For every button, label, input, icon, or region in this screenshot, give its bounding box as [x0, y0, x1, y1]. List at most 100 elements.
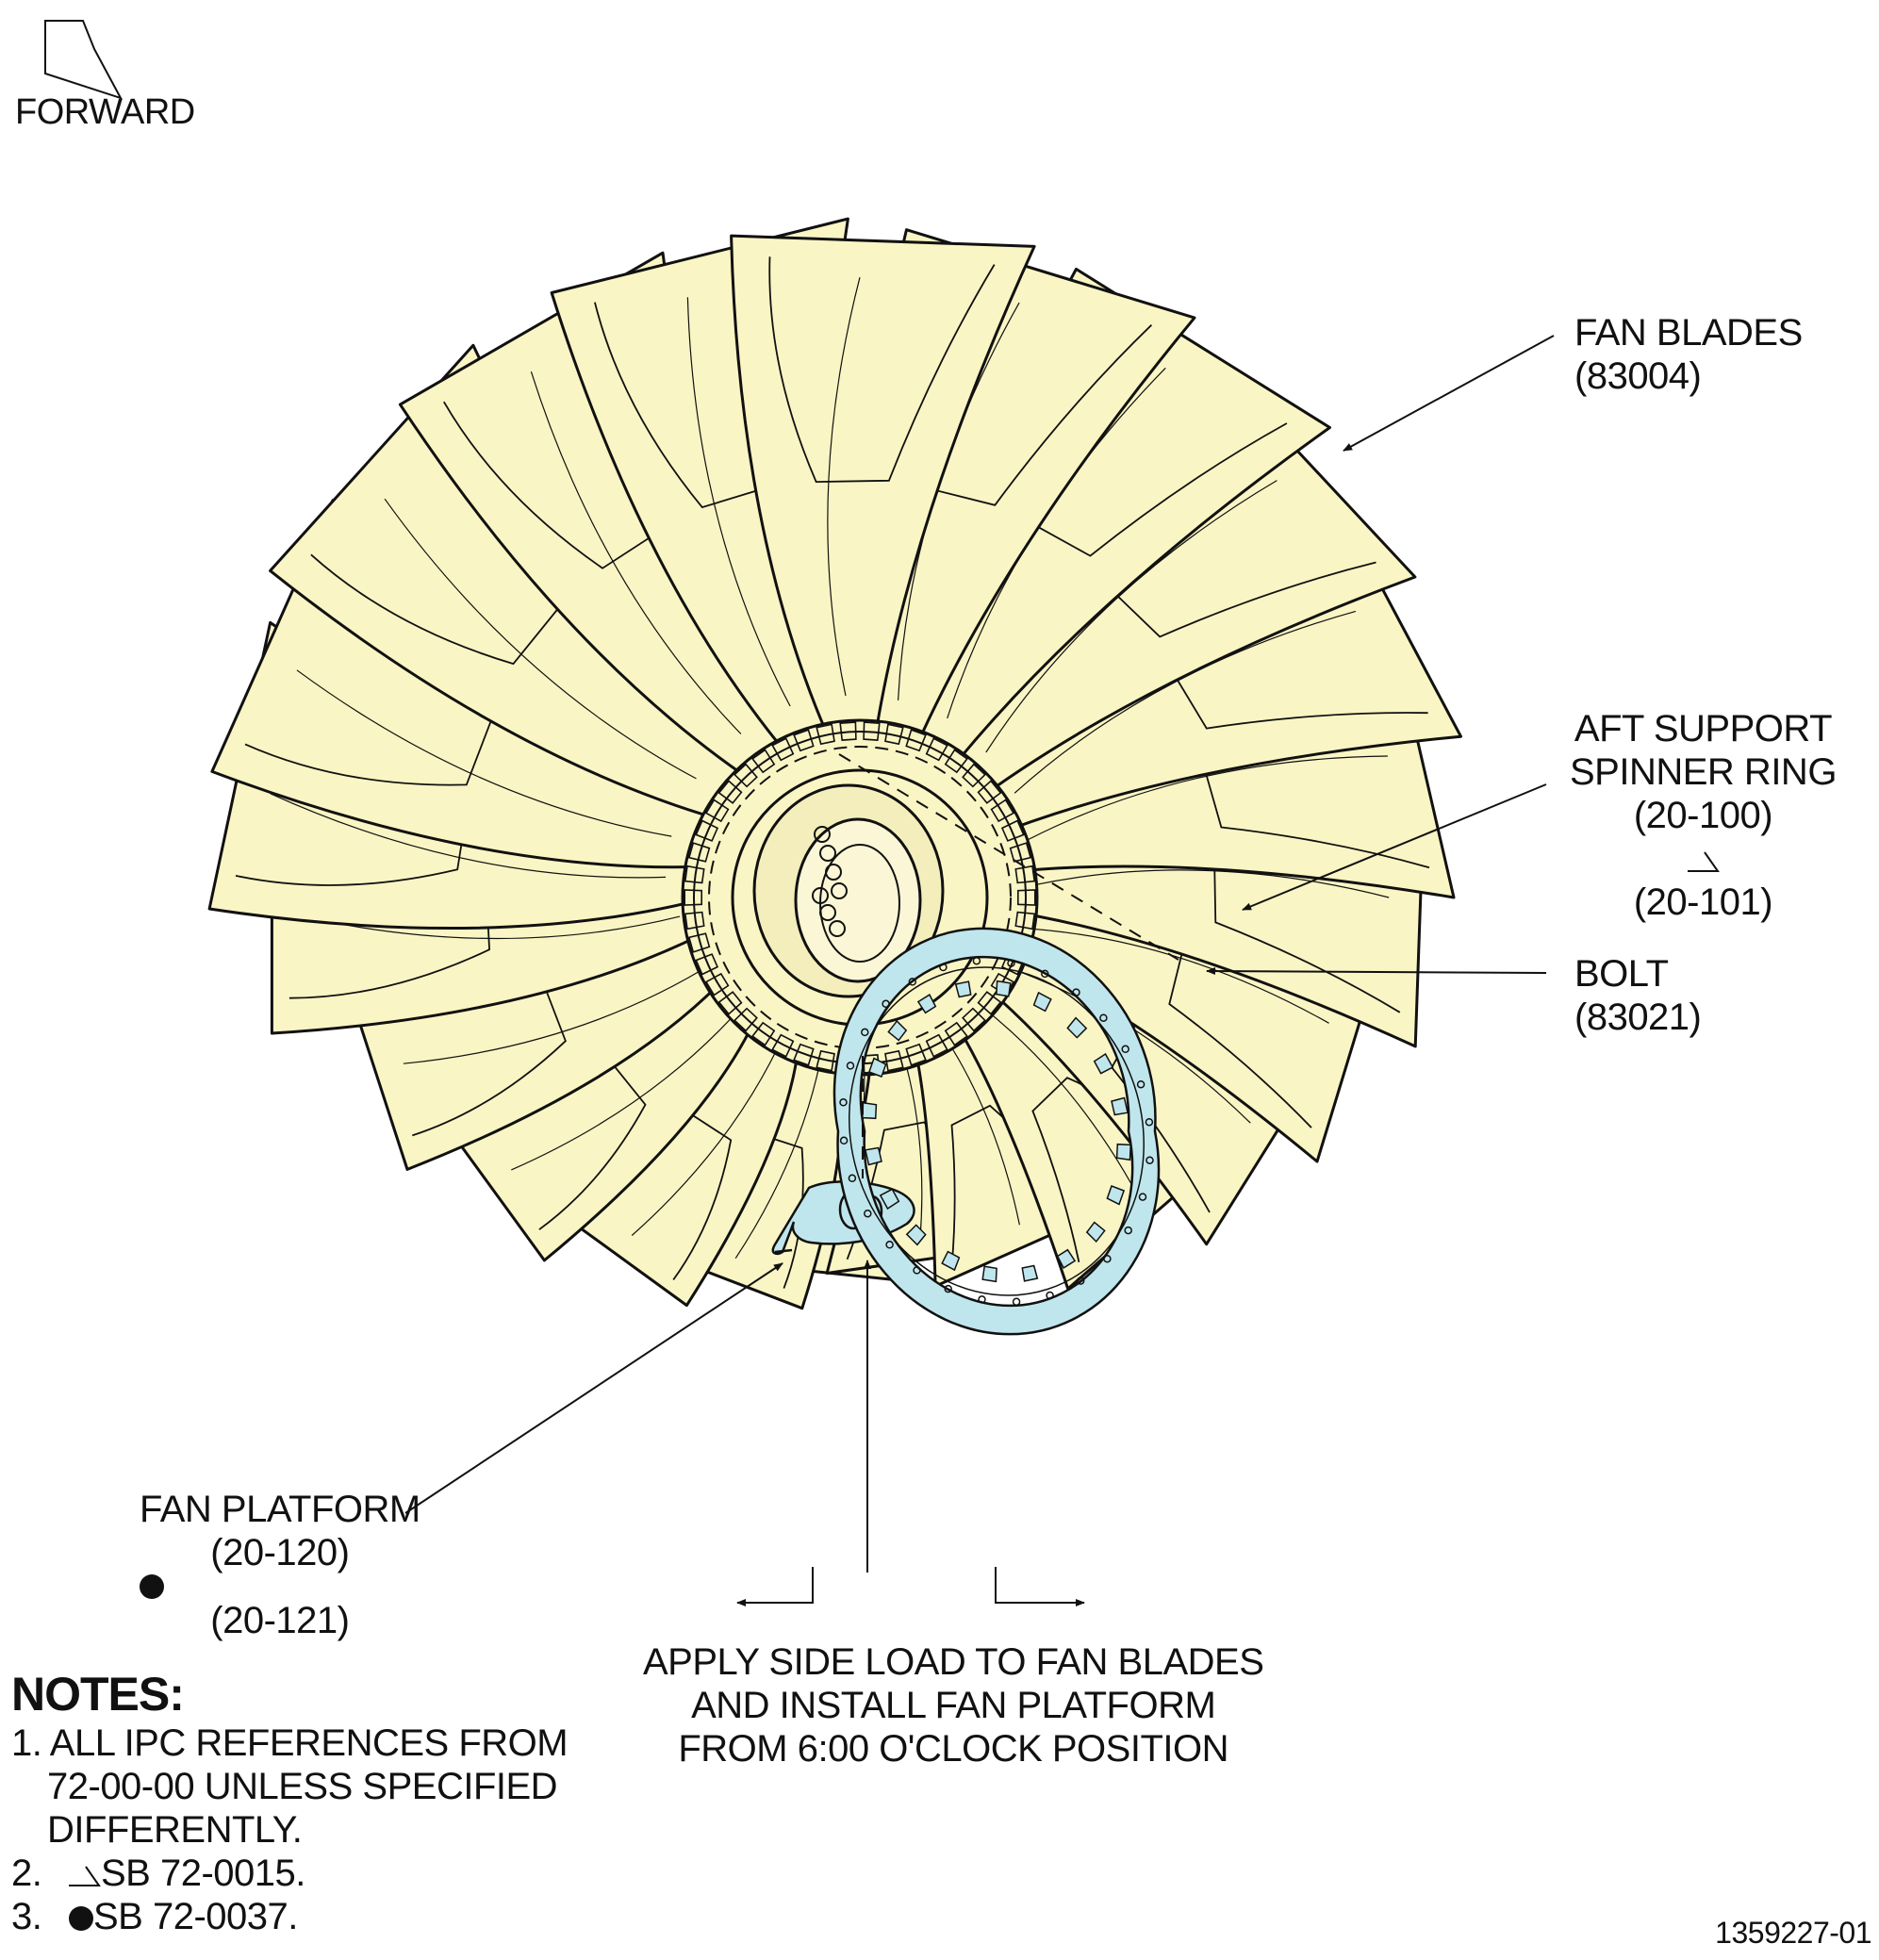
forward-arrow-icon: [44, 20, 124, 100]
ring-tab: [867, 1057, 887, 1078]
aft-support-ref2: (20-101): [1633, 881, 1773, 923]
fan-blades-name: FAN BLADES: [1574, 312, 1803, 354]
aft-support-line1: AFT SUPPORT: [1574, 708, 1833, 749]
hub-slot: [1009, 842, 1032, 863]
ring-bolt-hole: [908, 978, 917, 986]
hub-slot: [944, 749, 968, 774]
fan-platform-ref2-row: (20-121): [140, 1574, 420, 1642]
ring-bolt-hole: [944, 1284, 952, 1293]
hub-slot: [977, 991, 1002, 1015]
aft-support-line2: SPINNER RING: [1570, 751, 1837, 793]
hub-slot: [793, 1043, 815, 1066]
forward-label: FORWARD: [15, 92, 195, 132]
hub-slot: [704, 799, 730, 823]
hub-slot: [771, 1033, 795, 1058]
aft-support-ref1: (20-100): [1633, 795, 1773, 836]
aft-support-spinner-ring: [832, 927, 1161, 1336]
hub-slot: [695, 953, 719, 976]
ring-bolt-hole: [1046, 1291, 1054, 1300]
hub-slot: [944, 1021, 968, 1046]
ring-tab: [954, 980, 972, 998]
hub-slot: [684, 911, 705, 931]
fan-platform-ref1: (20-120): [210, 1532, 350, 1573]
document-number: 1359227-01: [1715, 1916, 1871, 1950]
hub-slot: [771, 737, 795, 762]
hub-bolt-hole: [814, 826, 831, 843]
leader-lines: [404, 335, 1555, 1606]
note-2-text: SB 72-0015.: [100, 1853, 305, 1894]
hub-slot: [687, 932, 711, 953]
hub-bolt-hole: [829, 920, 846, 937]
hub-slot: [1017, 889, 1036, 906]
ring-tab: [1106, 1185, 1126, 1206]
hub-slot: [884, 1049, 904, 1072]
ring-tab: [1032, 991, 1052, 1013]
instruction-line3: FROM 6:00 O'CLOCK POSITION: [678, 1728, 1228, 1770]
hub-slot: [695, 819, 719, 842]
hub-bolt-hole: [819, 845, 836, 862]
hub-slot: [816, 723, 835, 746]
ring-tab: [864, 1146, 882, 1166]
hub-slot: [717, 991, 743, 1015]
hub-slot: [733, 763, 758, 788]
hub-slot: [687, 842, 711, 863]
note-3-text: SB 72-0037.: [92, 1896, 298, 1937]
hub-slot: [751, 749, 776, 774]
instruction-line1: APPLY SIDE LOAD TO FAN BLADES: [643, 1641, 1264, 1683]
ring-tab: [862, 1101, 878, 1120]
ring-bolt-hole: [939, 963, 948, 972]
hub-slot: [751, 1021, 776, 1046]
sb-0037-dot-icon: [140, 1574, 164, 1599]
hub-slot: [905, 729, 927, 752]
ring-bolt-hole: [1099, 1013, 1108, 1022]
ring-bolt-hole: [1124, 1226, 1132, 1235]
ring-tab: [1066, 1016, 1088, 1039]
hub-slot: [962, 1007, 986, 1032]
note-1-number: 1.: [11, 1722, 42, 1764]
hub-slot: [977, 780, 1002, 804]
ring-bolt-hole: [1138, 1193, 1147, 1201]
ring-bolt-hole: [1145, 1117, 1154, 1127]
hub-slot: [816, 1049, 835, 1072]
hub-slot: [684, 889, 702, 906]
note-2: 2. SB 72-0015.: [11, 1852, 568, 1895]
ring-bolt-hole: [839, 1136, 849, 1145]
ring-tab: [1115, 1143, 1131, 1161]
ring-bolt-hole: [1072, 988, 1080, 996]
ring-tab: [1093, 1052, 1114, 1075]
hub-slot: [1014, 865, 1036, 884]
hub-slot: [905, 1043, 927, 1066]
fan-blades-callout: FAN BLADES (83004): [1574, 311, 1803, 398]
ring-tab: [981, 1265, 997, 1283]
hub-slot: [733, 1007, 758, 1032]
ring-bolt-hole: [1121, 1045, 1129, 1054]
note-1-line2: 72-00-00 UNLESS SPECIFIED: [47, 1766, 558, 1807]
bolt-ref: (83021): [1574, 996, 1702, 1038]
ring-bolt-hole: [861, 1028, 869, 1037]
hub-bolt-hole: [819, 904, 836, 921]
fan-platform-callout: FAN PLATFORM (20-120) (20-121): [140, 1488, 420, 1642]
ring-bolt-hole: [913, 1266, 921, 1275]
ring-bolt-hole: [882, 999, 890, 1009]
aft-support-callout: AFT SUPPORT SPINNER RING (20-100) (20-10…: [1570, 707, 1837, 924]
bolt-callout: BOLT (83021): [1574, 952, 1702, 1039]
hub-slot: [704, 972, 730, 996]
hub-slot: [962, 763, 986, 788]
ring-bolt-hole: [972, 956, 981, 965]
hub-slot: [925, 1033, 948, 1058]
hub-dovetail-slots: [684, 721, 1036, 1074]
ring-tab: [1021, 1264, 1039, 1282]
alignment-lines: [838, 753, 1179, 1178]
instruction-line2: AND INSTALL FAN PLATFORM: [691, 1685, 1216, 1726]
note-3-number: 3.: [11, 1896, 42, 1937]
hub-bolt-hole: [825, 864, 842, 881]
ring-bolt-hole: [1136, 1079, 1146, 1089]
ring-bolt-hole: [848, 1174, 857, 1183]
ring-bolt-hole: [839, 1098, 848, 1107]
ring-bolt-hole: [864, 1209, 872, 1218]
ring-tab: [879, 1188, 900, 1211]
ring-tab: [1085, 1221, 1106, 1244]
ring-bolt-hole: [1076, 1276, 1085, 1285]
aft-support-ref2-row: (20-101): [1570, 837, 1837, 924]
